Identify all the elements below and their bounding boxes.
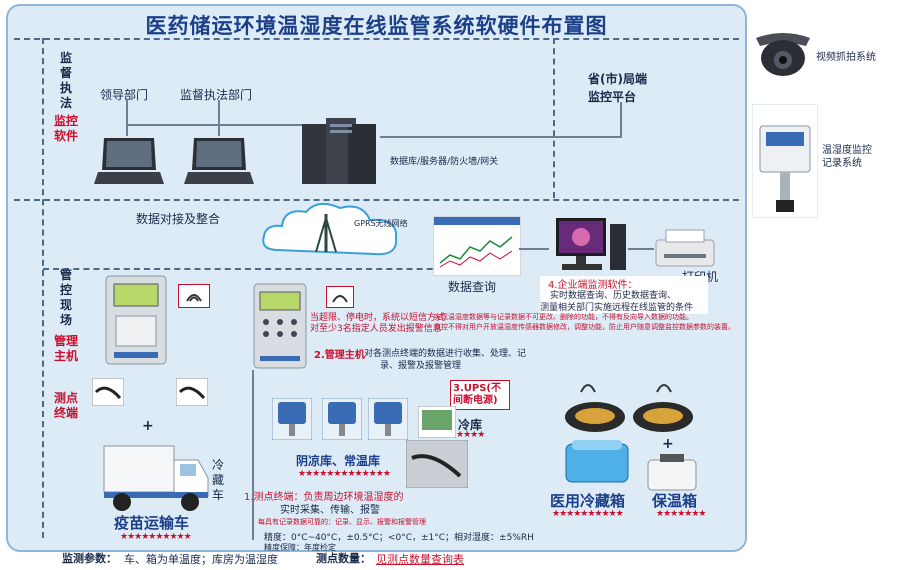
enterprise-software-box: 4.企业端监测软件： 实时数据查询、历史数据查询、 测量相关部门实施远程在线监管… — [540, 276, 708, 314]
precision-line2: 精度保障：年度检定 — [264, 543, 336, 552]
shade-storage-label: 阴凉库、常温库 — [296, 454, 381, 468]
sensor-icon — [322, 398, 362, 440]
enforce-dept-label: 监督执法部门 — [180, 88, 253, 102]
shade-storage-stars: ★★★★★★★★★★★★★ — [298, 469, 391, 479]
sensor-icon — [368, 398, 408, 440]
cloud-icon — [262, 202, 398, 256]
insulated-box-stars: ★★★★★★★ — [656, 509, 706, 519]
truck-stars: ★★★★★★★★★★ — [120, 532, 192, 542]
main-host-icon — [253, 283, 307, 369]
printer-icon — [655, 229, 715, 267]
sensor-icon — [272, 398, 312, 440]
truck-icon — [103, 445, 209, 511]
gprs-signal-badge — [178, 284, 210, 308]
connect-line — [218, 100, 220, 136]
top-separator — [14, 38, 739, 40]
connect-line — [126, 124, 306, 126]
city-platform-label: 省(市)局端 监控平台 — [588, 72, 647, 104]
insulated-box-icon — [647, 454, 697, 491]
page-title: 医药储运环境温湿度在线监管系统软硬件布置图 — [145, 14, 608, 38]
gprs-signal-icon — [580, 384, 596, 393]
probe-photo-icon — [406, 440, 468, 488]
monitor-software-label: 监控软件 — [53, 114, 78, 143]
connect-line — [620, 102, 622, 138]
host-desc-line1: 对各测点终端的数据进行收集、处理、记 — [364, 349, 527, 359]
main-panel: 医药储运环境温湿度在线监管系统软硬件布置图 监督执法 监控软件 管控现场 管理主… — [6, 4, 747, 552]
host-desc-line2: 录、报警及报警管理 — [380, 361, 462, 371]
terminal-note-line2: 实时采集、传输、报警 — [280, 505, 380, 516]
field-label: 管控现场 — [59, 268, 72, 327]
data-query-screen — [433, 216, 521, 276]
params-label: 监测参数： — [62, 552, 117, 565]
recorder-device-icon — [752, 104, 818, 218]
gprs-label: GPRS无线网络 — [354, 219, 408, 228]
ups-label: 3.UPS(不间断电源) — [453, 383, 501, 406]
gprs-signal-badge — [326, 286, 354, 308]
precision-line1: 精度：0°C~40°C，±0.5°C；<0°C，±1°C；相对湿度：±5%RH — [264, 533, 534, 543]
points-label: 测点数量： — [316, 552, 371, 565]
params-text: 车、箱为单温度；库房为温湿度 — [124, 553, 278, 566]
desktop-pc-icon — [556, 218, 626, 270]
server-caption: 数据库/服务器/防火墙/网关 — [390, 157, 499, 167]
data-query-label: 数据查询 — [448, 280, 497, 294]
connect-line — [628, 248, 654, 250]
enterprise-line2: 测量相关部门实施远程在线监管的条件 — [540, 303, 694, 313]
connect-line — [519, 248, 549, 250]
terminal-note-line1: 1.测点终端：负责周边环境温湿度的 — [244, 492, 404, 503]
plus-sign: + — [662, 436, 674, 452]
connect-line — [380, 136, 620, 138]
host-note-line1: 当超限、停电时，系统以短信方式 — [310, 313, 446, 323]
cold-car-label: 冷藏车 — [212, 458, 225, 502]
cold-storage-stars: ★★★★ — [456, 430, 485, 440]
enterprise-heading: 4.企业端监测软件： — [548, 280, 638, 291]
right-separator — [553, 38, 555, 198]
main-host-label: 管理主机 — [53, 334, 78, 363]
enterprise-line3: 实现温湿度数据等与记录数据不可更改、删除的功能，不得有反向导入数据的功能。 — [434, 313, 693, 321]
host-note-line2: 对至少3名指定人员发出报警信息 — [310, 324, 442, 334]
supervise-label: 监督执法 — [59, 51, 72, 110]
medical-cooler-icon — [565, 440, 629, 483]
data-integration-label: 数据对接及整合 — [136, 212, 221, 226]
terminal-label: 测点终端 — [53, 391, 78, 420]
insulated-box-label: 保温箱 — [652, 492, 698, 510]
enterprise-line4: 监控不得对用户开放温湿度传感器数据修改，调整功能，防止用户随意调整监控数据参数的… — [434, 323, 735, 331]
cold-storage-sensor-icon — [418, 406, 456, 438]
connect-line — [252, 370, 254, 540]
server-icon — [302, 118, 376, 184]
truck-label: 疫苗运输车 — [114, 514, 190, 532]
laptop-icon — [184, 138, 254, 184]
leader-dept-label: 领导部门 — [100, 88, 149, 102]
camera-system-label: 视频抓拍系统 — [816, 52, 876, 63]
points-link[interactable]: 见测点数量查询表 — [376, 553, 464, 566]
box-recorder-icon — [565, 402, 625, 432]
laptop-icon — [94, 138, 164, 184]
enterprise-line1: 实时数据查询、历史数据查询、 — [550, 291, 677, 301]
field-separator — [43, 268, 463, 270]
probe-icon — [176, 378, 208, 406]
left-separator — [42, 38, 44, 538]
camera-icon — [756, 33, 810, 76]
upper-separator — [14, 199, 739, 201]
medical-cooler-label: 医用冷藏箱 — [550, 492, 626, 510]
medical-cooler-stars: ★★★★★★★★★★ — [552, 509, 624, 519]
data-logger-icon — [105, 275, 167, 365]
box-recorder-icon — [633, 402, 693, 432]
terminal-note-line3: 每具有记录数据可靠的：记录、显示、报警和报警管理 — [258, 518, 426, 526]
ups-box: 3.UPS(不间断电源) — [450, 380, 510, 410]
recorder-system-label: 温湿度监控 记录系统 — [822, 145, 872, 169]
probe-icon — [92, 378, 124, 406]
gprs-signal-icon — [656, 384, 672, 393]
plus-sign: + — [142, 418, 154, 434]
host-label: 2.管理主机 — [314, 350, 365, 361]
connect-line — [126, 100, 128, 136]
cold-storage-label: 冷库 — [458, 418, 483, 432]
